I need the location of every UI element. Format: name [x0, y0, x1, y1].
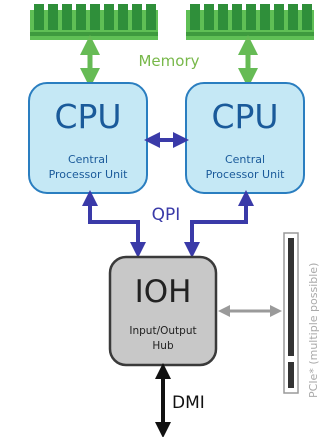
qpi-label: QPI [152, 205, 181, 225]
ioh-line1: Input/Output [129, 325, 196, 337]
cpu-box-right: CPU Central Processor Unit [185, 82, 305, 194]
qpi-arrow-left [82, 190, 146, 258]
memory-module-right [186, 4, 314, 40]
cpu-left-title: CPU [54, 97, 121, 136]
cpu-box-left: CPU Central Processor Unit [28, 82, 148, 194]
pcie-slot [283, 232, 299, 394]
memory-label: Memory [138, 52, 199, 70]
cpu-right-line2: Processor Unit [206, 168, 286, 181]
dmi-label: DMI [172, 393, 205, 413]
cpu-left-line2: Processor Unit [49, 168, 129, 181]
pcie-label: PCIe* (multiple possible) [307, 263, 320, 398]
cpu-left-line1: Central [68, 153, 108, 166]
qpi-arrow-right [184, 190, 254, 258]
ioh-box: IOH Input/Output Hub [108, 255, 218, 367]
cpu-right-title: CPU [211, 97, 278, 136]
ioh-title: IOH [135, 274, 192, 310]
ioh-line2: Hub [152, 340, 174, 352]
cpu-right-line1: Central [225, 153, 265, 166]
memory-module-left [30, 4, 158, 40]
